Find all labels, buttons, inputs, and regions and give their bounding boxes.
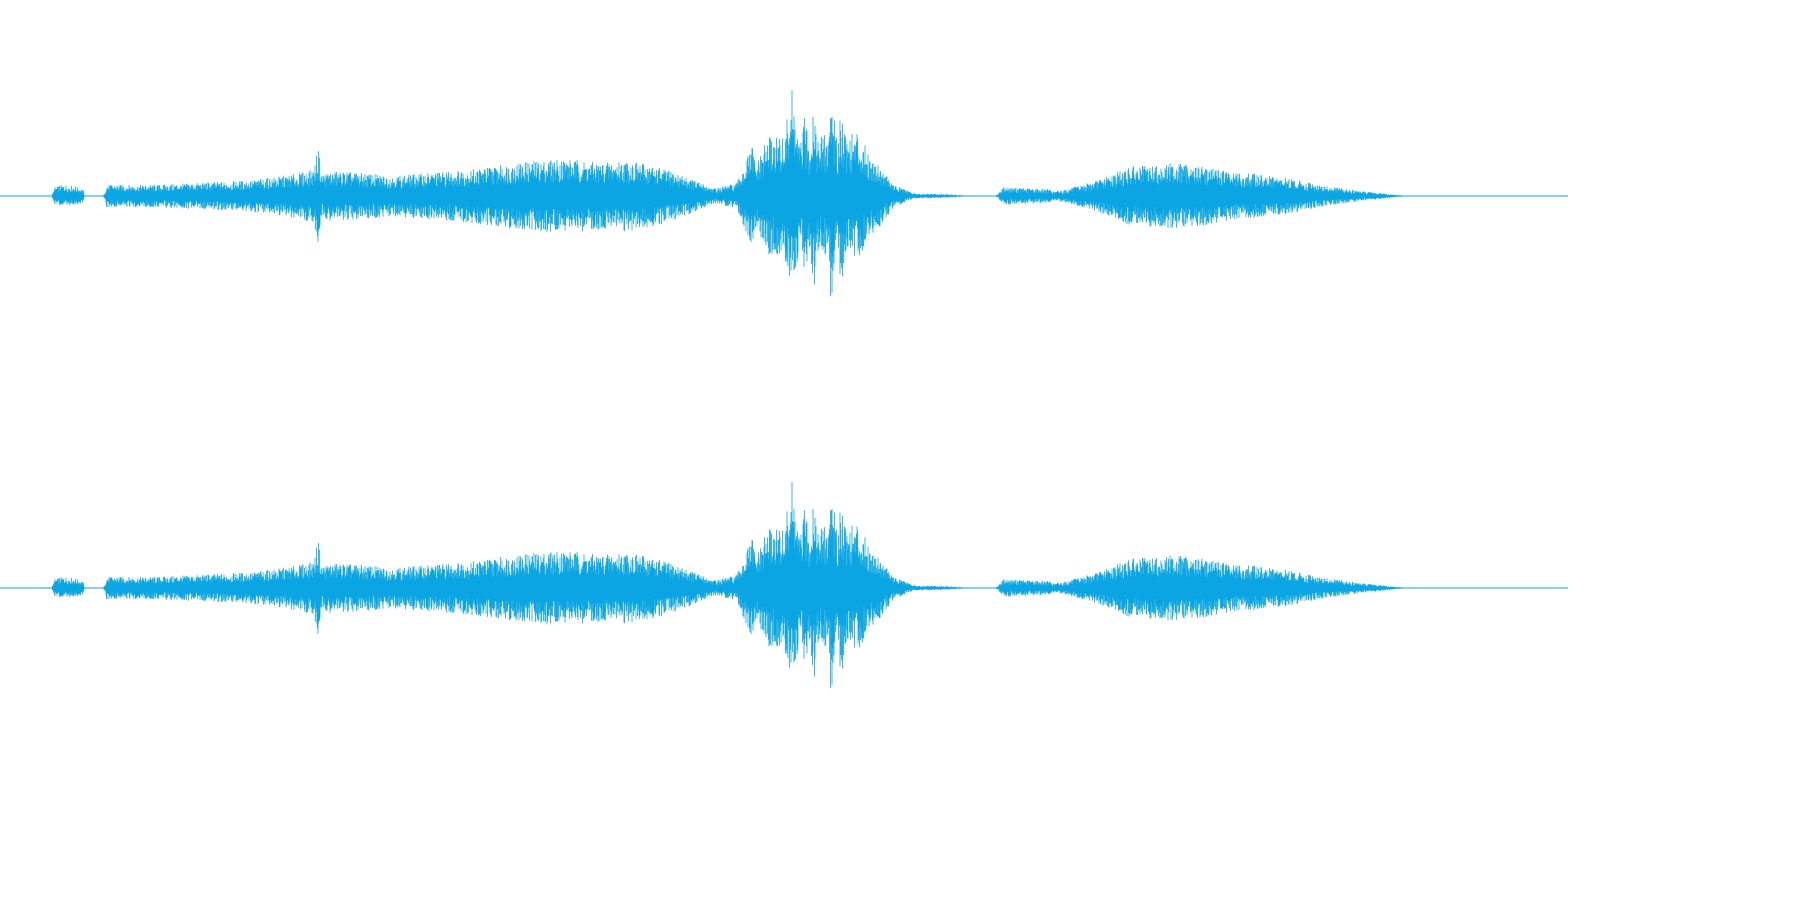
channel-2-waveform bbox=[51, 482, 1410, 689]
channel-1-waveform bbox=[51, 90, 1410, 297]
waveform-channels bbox=[0, 90, 1568, 689]
waveform-chart bbox=[0, 90, 1568, 689]
channel-2 bbox=[0, 482, 1568, 689]
channel-1 bbox=[0, 90, 1568, 297]
